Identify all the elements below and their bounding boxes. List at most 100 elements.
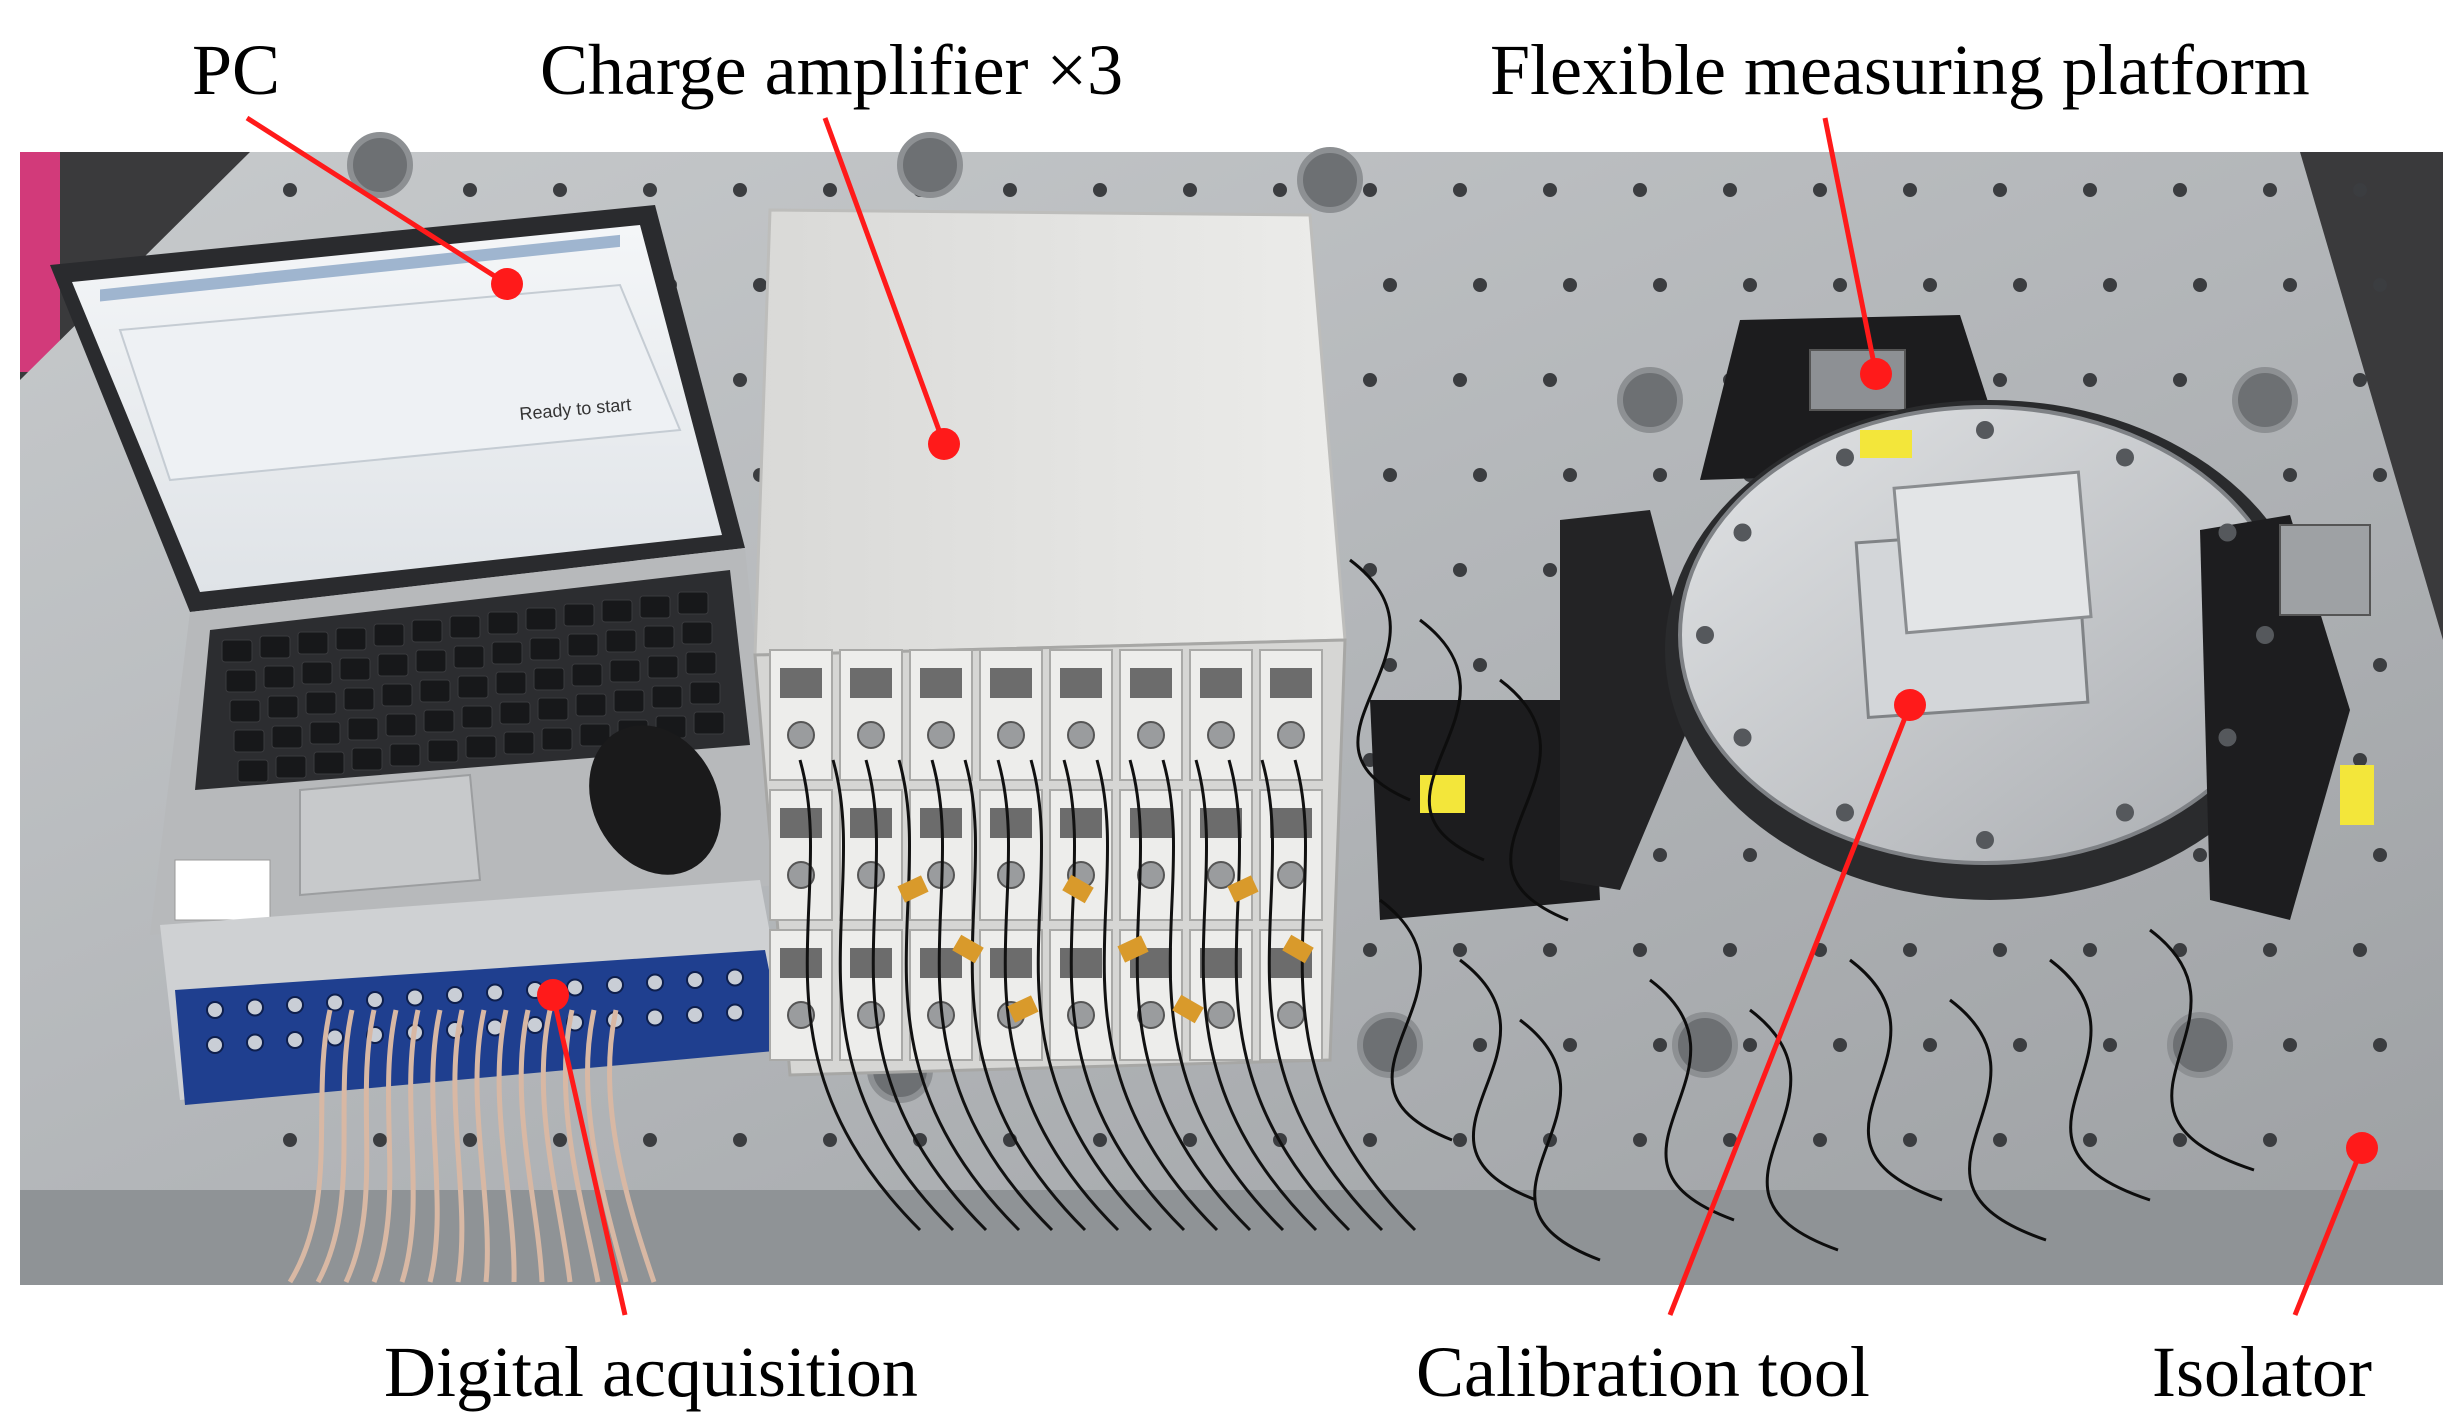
table-hole (1543, 373, 1557, 387)
table-hole (1453, 563, 1467, 577)
module-bnc-connector (787, 1001, 815, 1029)
kapton-tape (1007, 995, 1039, 1023)
disk-bolt (2116, 803, 2134, 822)
key (335, 627, 367, 651)
table-hole (463, 183, 477, 197)
key (259, 635, 291, 659)
table-hole (1633, 943, 1647, 957)
daq-port (286, 996, 304, 1014)
daq-port (686, 971, 704, 989)
table-mount-hole (1297, 147, 1363, 213)
key (377, 653, 409, 677)
table-hole (2083, 943, 2097, 957)
key (301, 661, 333, 685)
table-hole (1473, 1038, 1487, 1052)
key (487, 611, 519, 635)
table-hole (2173, 1133, 2187, 1147)
table-hole (1723, 1133, 1737, 1147)
daq-port (286, 1031, 304, 1049)
key (533, 667, 565, 691)
key (579, 723, 611, 747)
table-hole (643, 183, 657, 197)
table-hole (2083, 1133, 2097, 1147)
copper-cable (474, 1009, 490, 1283)
key (689, 681, 721, 705)
table-hole (2193, 278, 2207, 292)
kapton-tape (1062, 874, 1094, 904)
copper-cable (540, 1009, 573, 1283)
sensor-wire (1459, 958, 1537, 1202)
daq-port (326, 993, 344, 1012)
key (449, 615, 481, 639)
module-connector-block (780, 668, 822, 698)
amplifier-wire (1161, 759, 1285, 1232)
kapton-tape (1172, 994, 1204, 1024)
daq-port (646, 973, 664, 992)
callout-dot-pc (491, 268, 523, 300)
table-hole (1543, 943, 1557, 957)
table-hole (1993, 1133, 2007, 1147)
yellow-label-left (1420, 775, 1465, 813)
key (229, 699, 261, 723)
amplifier-wire (963, 759, 1087, 1232)
key (651, 685, 683, 709)
daq-port (726, 968, 744, 987)
sensor-wires (1349, 558, 2255, 1262)
key (415, 649, 447, 673)
table-hole (1813, 183, 1827, 197)
disk-bolts (1696, 421, 2274, 849)
key (601, 599, 633, 623)
table-hole (2103, 1038, 2117, 1052)
copper-cable (427, 1009, 443, 1283)
key (373, 623, 405, 647)
sensor-wire (1519, 1018, 1601, 1262)
table-hole (1093, 1133, 1107, 1147)
table-hole (733, 183, 747, 197)
disk-bolt (2116, 448, 2134, 467)
table-hole (1363, 943, 1377, 957)
daq-port (246, 1033, 264, 1052)
sensor-wire (1749, 1008, 1839, 1252)
table-mount-hole (1617, 367, 1683, 433)
copper-cable (584, 1009, 629, 1283)
pink-mat-edge (20, 152, 60, 372)
module-bnc-connector (1277, 1001, 1305, 1029)
table-hole (2353, 753, 2367, 767)
module-connector-block (990, 808, 1032, 838)
table-hole (2283, 468, 2297, 482)
table-hole (2283, 1038, 2297, 1052)
table-hole (1563, 278, 1577, 292)
callout-dot-charge (928, 428, 960, 460)
sensor-wire (1379, 898, 1453, 1142)
key (267, 695, 299, 719)
table-hole (2373, 468, 2387, 482)
table-hole (1633, 183, 1647, 197)
label-digital-acquisition: Digital acquisition (384, 1332, 918, 1412)
amplifier-wire (1095, 759, 1219, 1232)
table-hole (1383, 658, 1397, 672)
key (605, 629, 637, 653)
kapton-tape (952, 934, 984, 964)
key (499, 701, 531, 725)
module-connector-block (990, 668, 1032, 698)
table-hole (1923, 1038, 1937, 1052)
table-hole (1993, 943, 2007, 957)
table-hole (2283, 278, 2297, 292)
copper-cable (371, 1009, 399, 1283)
amplifier-modules (769, 649, 1323, 1061)
table-hole (1723, 943, 1737, 957)
table-hole (2353, 943, 2367, 957)
key (347, 717, 379, 741)
module-bnc-connector (997, 861, 1025, 889)
table-hole (283, 1133, 297, 1147)
table-hole (1563, 468, 1577, 482)
key (639, 595, 671, 619)
module-connector-block (850, 948, 892, 978)
table-hole (1363, 183, 1377, 197)
daq-port (526, 1016, 544, 1034)
disk-bolt (2256, 626, 2274, 644)
key (461, 705, 493, 729)
copper-cable (287, 1009, 333, 1284)
table-hole (823, 1133, 837, 1147)
